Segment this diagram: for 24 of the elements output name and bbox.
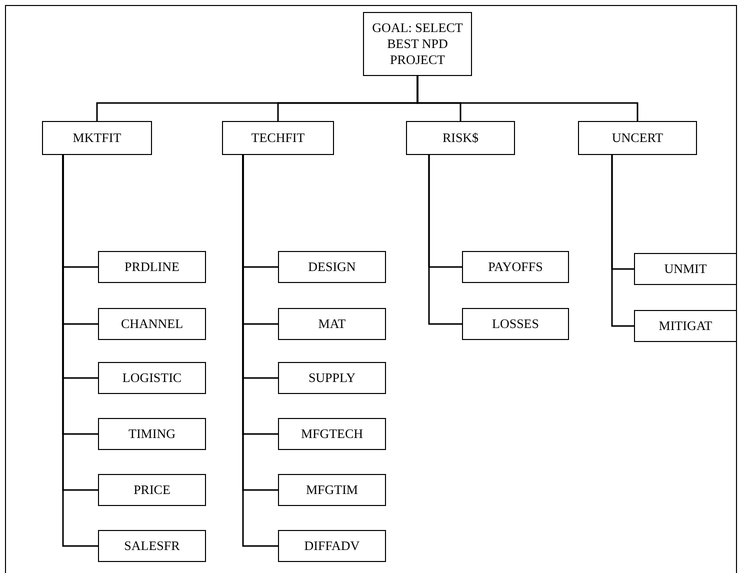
criterion-box: PRDLINE xyxy=(98,251,206,283)
criterion-box: TIMING xyxy=(98,418,206,450)
criterion-box: SUPPLY xyxy=(278,362,386,394)
criterion-box: MFGTECH xyxy=(278,418,386,450)
connector-line xyxy=(428,155,462,325)
criterion-box: SALESFR xyxy=(98,530,206,562)
criterion-box: LOGISTIC xyxy=(98,362,206,394)
criterion-box: MITIGAT xyxy=(634,310,737,342)
connector-line xyxy=(611,155,634,327)
criterion-box: UNMIT xyxy=(634,253,737,285)
criterion-box: TECHFIT xyxy=(222,121,334,155)
criterion-box: RISK$ xyxy=(406,121,515,155)
goal-box: GOAL: SELECT BEST NPD PROJECT xyxy=(363,12,472,76)
criterion-box: MAT xyxy=(278,308,386,340)
criterion-box: MFGTIM xyxy=(278,474,386,506)
connector-line xyxy=(416,76,638,121)
criterion-box: DESIGN xyxy=(278,251,386,283)
criterion-box: DIFFADV xyxy=(278,530,386,562)
criterion-box: MKTFIT xyxy=(42,121,152,155)
criterion-box: LOSSES xyxy=(462,308,569,340)
criterion-box: PAYOFFS xyxy=(462,251,569,283)
criterion-box: PRICE xyxy=(98,474,206,506)
criterion-box: CHANNEL xyxy=(98,308,206,340)
criterion-box: UNCERT xyxy=(578,121,697,155)
